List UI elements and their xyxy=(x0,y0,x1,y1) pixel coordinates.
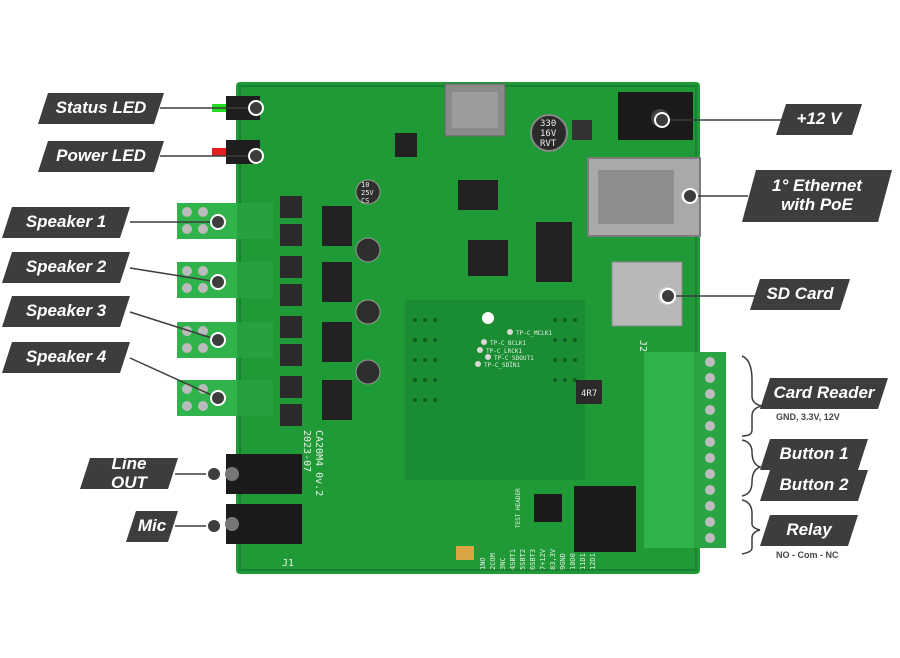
terminal-silk-label: 4SBT1 xyxy=(509,549,517,570)
terminal-silk-label: 1NO xyxy=(479,557,487,570)
ethernet-callout: 1° Ethernet with PoE xyxy=(742,170,892,222)
terminal-block xyxy=(644,352,700,548)
testpoint-label: TP-C_SDIN1 xyxy=(484,362,521,369)
mount-hole xyxy=(482,312,494,324)
testpoint-label: TP-C_SDOUT1 xyxy=(494,355,534,362)
terminal-silk-label: 6SBT3 xyxy=(529,549,537,570)
terminal-silk-label: 9GND xyxy=(559,553,567,570)
testpoint-label: TP-C_LRCK1 xyxy=(486,348,523,355)
cap-label: 25V xyxy=(361,189,374,197)
via-grid xyxy=(413,318,577,402)
ic-chip xyxy=(468,240,508,276)
ic-chip xyxy=(395,133,417,157)
power-led-callout: Power LED xyxy=(38,141,164,172)
silk-j1: J1 xyxy=(282,558,294,569)
silkscreen-date: 2023-07 xyxy=(301,430,312,472)
ethernet-callout-line2: with PoE xyxy=(781,195,853,214)
relay-callout: Relay xyxy=(760,515,858,546)
terminal-silk-label: 3NC xyxy=(499,557,507,570)
testpoint-label: TP-C_BCLK1 xyxy=(490,340,527,347)
inductor-label: 4R7 xyxy=(581,389,597,399)
terminal-silk-label: 83,3V xyxy=(549,548,557,570)
power-12v-callout: +12 V xyxy=(776,104,862,135)
card-reader-sublabel: GND, 3.3V, 12V xyxy=(776,412,840,422)
speaker1-callout: Speaker 1 xyxy=(2,207,130,238)
ic-chip xyxy=(536,222,572,282)
speaker-driver-components xyxy=(280,179,381,426)
speaker2-callout: Speaker 2 xyxy=(2,252,130,283)
leader-dots xyxy=(206,100,698,534)
card-reader-callout: Card Reader xyxy=(760,378,888,409)
ethernet-callout-line1: 1° Ethernet xyxy=(772,176,862,196)
silkscreen-model: CA20M4 0v.2 xyxy=(313,430,324,496)
tantalum-cap xyxy=(456,546,474,560)
sd-card-callout: SD Card xyxy=(750,279,850,310)
inductor-4r7 xyxy=(576,380,602,404)
terminal-silk-label: 7+12V xyxy=(539,548,547,570)
relay-sublabel: NO - Com - NC xyxy=(776,550,839,560)
mic-callout: Mic xyxy=(126,511,178,542)
status-led-callout: Status LED xyxy=(38,93,164,124)
button1-callout: Button 1 xyxy=(760,439,868,470)
testpoints: TP-C_MCLK1 TP-C_BCLK1 TP-C_LRCK1 TP-C_SD… xyxy=(475,329,553,369)
silk-j2: J2 xyxy=(637,340,648,352)
terminal-silk-label: 10D0 xyxy=(569,553,577,570)
relay-component xyxy=(574,486,636,552)
cap-label: 16V xyxy=(540,129,557,139)
trace-area xyxy=(405,300,585,480)
test-header-label: TEST HEADER xyxy=(515,488,522,528)
cap-label: 330 xyxy=(540,119,556,129)
terminal-silk-label: 2COM xyxy=(489,553,497,570)
terminal-screws xyxy=(705,357,715,543)
speaker-connectors xyxy=(177,203,273,416)
ic-chip xyxy=(458,180,498,210)
cap-label: RVT xyxy=(540,139,557,149)
terminal-silk-label: 11D1 xyxy=(579,553,587,570)
line-out-callout: Line OUT xyxy=(80,458,178,489)
cap-label: CS xyxy=(361,197,369,205)
power-led xyxy=(212,148,226,156)
inductor-top xyxy=(572,120,592,140)
terminal-silk-label: 5SBT2 xyxy=(519,549,527,570)
test-header xyxy=(534,494,562,522)
capacitor-330 xyxy=(530,114,568,152)
button2-callout: Button 2 xyxy=(760,470,868,501)
testpoint-label: TP-C_MCLK1 xyxy=(516,330,553,337)
terminal-silk-label: 12D1 xyxy=(589,553,597,570)
speaker4-callout: Speaker 4 xyxy=(2,342,130,373)
speaker3-callout: Speaker 3 xyxy=(2,296,130,327)
cap-label: 10 xyxy=(361,181,369,189)
